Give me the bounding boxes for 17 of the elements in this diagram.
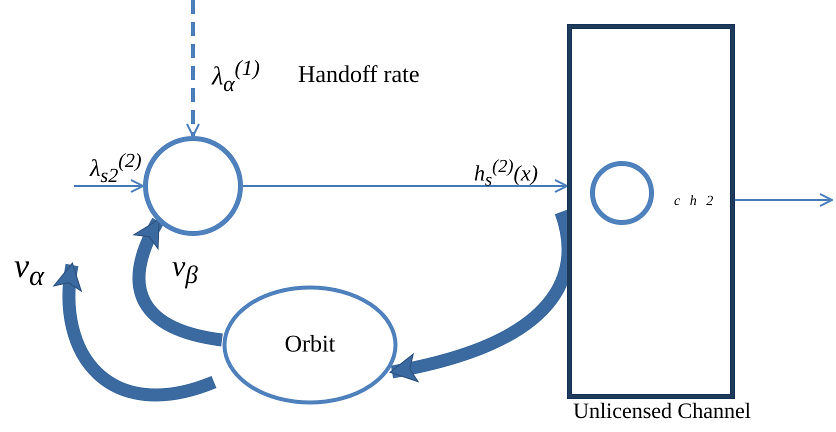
curved-block-arrow — [54, 262, 216, 402]
queue-circle — [590, 161, 654, 225]
caption-text: c h 2 — [674, 194, 714, 210]
node-label: Orbit — [284, 332, 336, 358]
arrow — [735, 193, 833, 207]
arrow — [186, 0, 200, 137]
channel-box — [567, 24, 735, 399]
edge-label: ν$_{β}$ — [172, 250, 198, 290]
edge-label: ν$_{α}$ — [14, 248, 44, 293]
curved-block-arrow — [132, 218, 224, 346]
orbit-ellipse — [222, 285, 398, 405]
arrow — [74, 179, 144, 193]
arrow — [243, 179, 568, 193]
caption-text: Unlicensed Channel — [572, 398, 752, 424]
queue-circle — [143, 136, 243, 236]
edge-label: h$_{s}$$^{(2)}$(x) — [474, 156, 538, 191]
annotation-text: Handoff rate — [298, 62, 420, 89]
